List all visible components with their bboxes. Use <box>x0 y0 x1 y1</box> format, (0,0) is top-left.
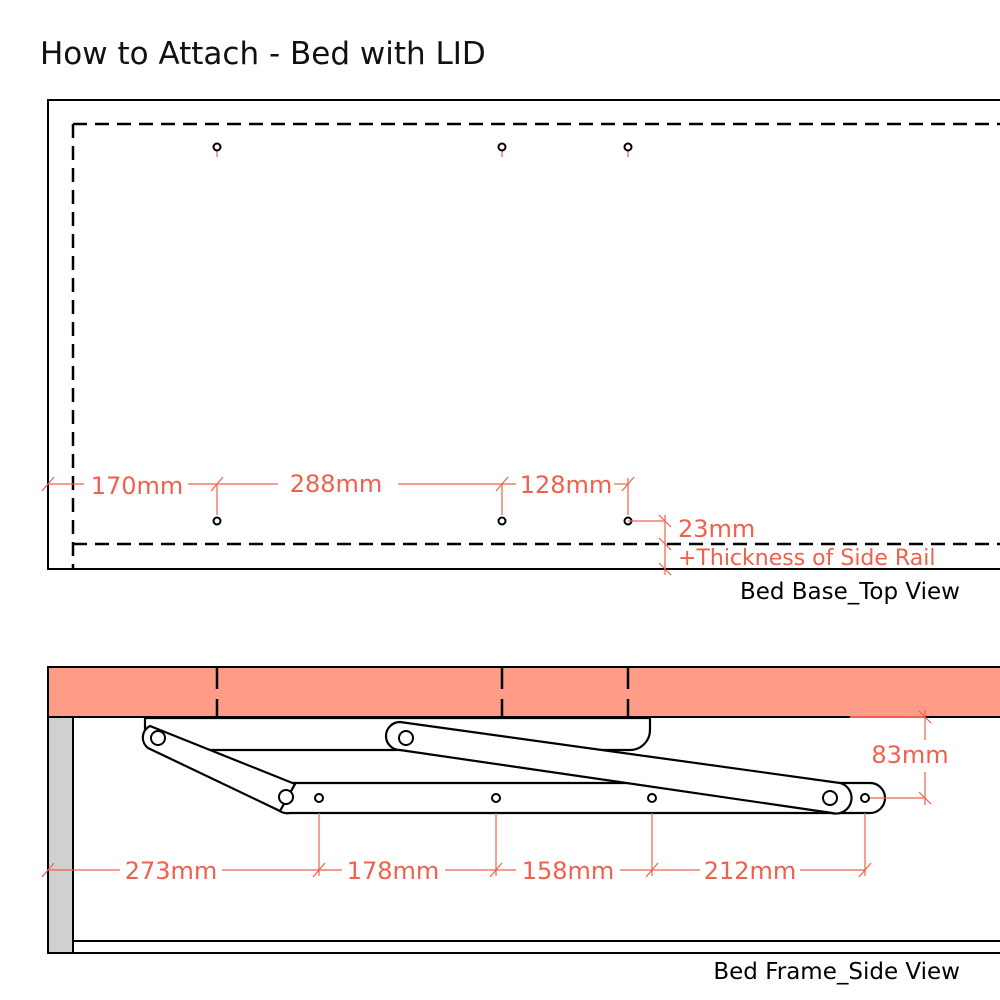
dim-288mm: 288mm <box>290 470 383 498</box>
lid-hinge <box>141 716 887 815</box>
dim-158mm: 158mm <box>522 857 615 885</box>
screw-holes <box>212 142 633 526</box>
top-dimension-lines <box>41 476 672 576</box>
screw-hole <box>314 793 324 803</box>
screw-hole <box>212 142 222 152</box>
lid-panel <box>47 666 1000 718</box>
hinge-long-arm <box>384 720 853 815</box>
dim-273mm: 273mm <box>125 857 218 885</box>
dim-170mm: 170mm <box>91 472 184 500</box>
top-view-caption: Bed Base_Top View <box>740 579 960 605</box>
bed-frame-side-view: 273mm 178mm 158mm 212mm 83mm Bed Frame_S… <box>41 666 1000 985</box>
screw-hole <box>497 142 507 152</box>
dim-212mm: 212mm <box>704 857 797 885</box>
side-view-caption: Bed Frame_Side View <box>713 959 960 985</box>
dim-23mm: 23mm <box>678 515 755 543</box>
side-rail-note: +Thickness of Side Rail <box>678 546 935 571</box>
screw-hole <box>212 516 222 526</box>
side-rail-post <box>47 716 74 954</box>
pivot-icon <box>150 730 166 746</box>
screw-hole <box>491 793 501 803</box>
pivot-icon <box>398 730 414 746</box>
dim-178mm: 178mm <box>347 857 440 885</box>
screw-hole <box>497 516 507 526</box>
screw-hole <box>860 793 870 803</box>
screw-hole <box>623 142 633 152</box>
page-title: How to Attach - Bed with LID <box>40 36 486 72</box>
dim-83mm: 83mm <box>871 741 948 769</box>
pivot-icon <box>278 789 294 805</box>
dim-128mm: 128mm <box>520 471 613 499</box>
side-dimension-lines <box>41 710 932 878</box>
pivot-icon <box>822 790 838 806</box>
bed-base-top-view: 170mm 288mm 128mm 23mm +Thickness of Sid… <box>41 99 1000 605</box>
hinge-short-arm <box>141 724 297 813</box>
bed-base-outline <box>47 99 1000 570</box>
screw-hole <box>647 793 657 803</box>
